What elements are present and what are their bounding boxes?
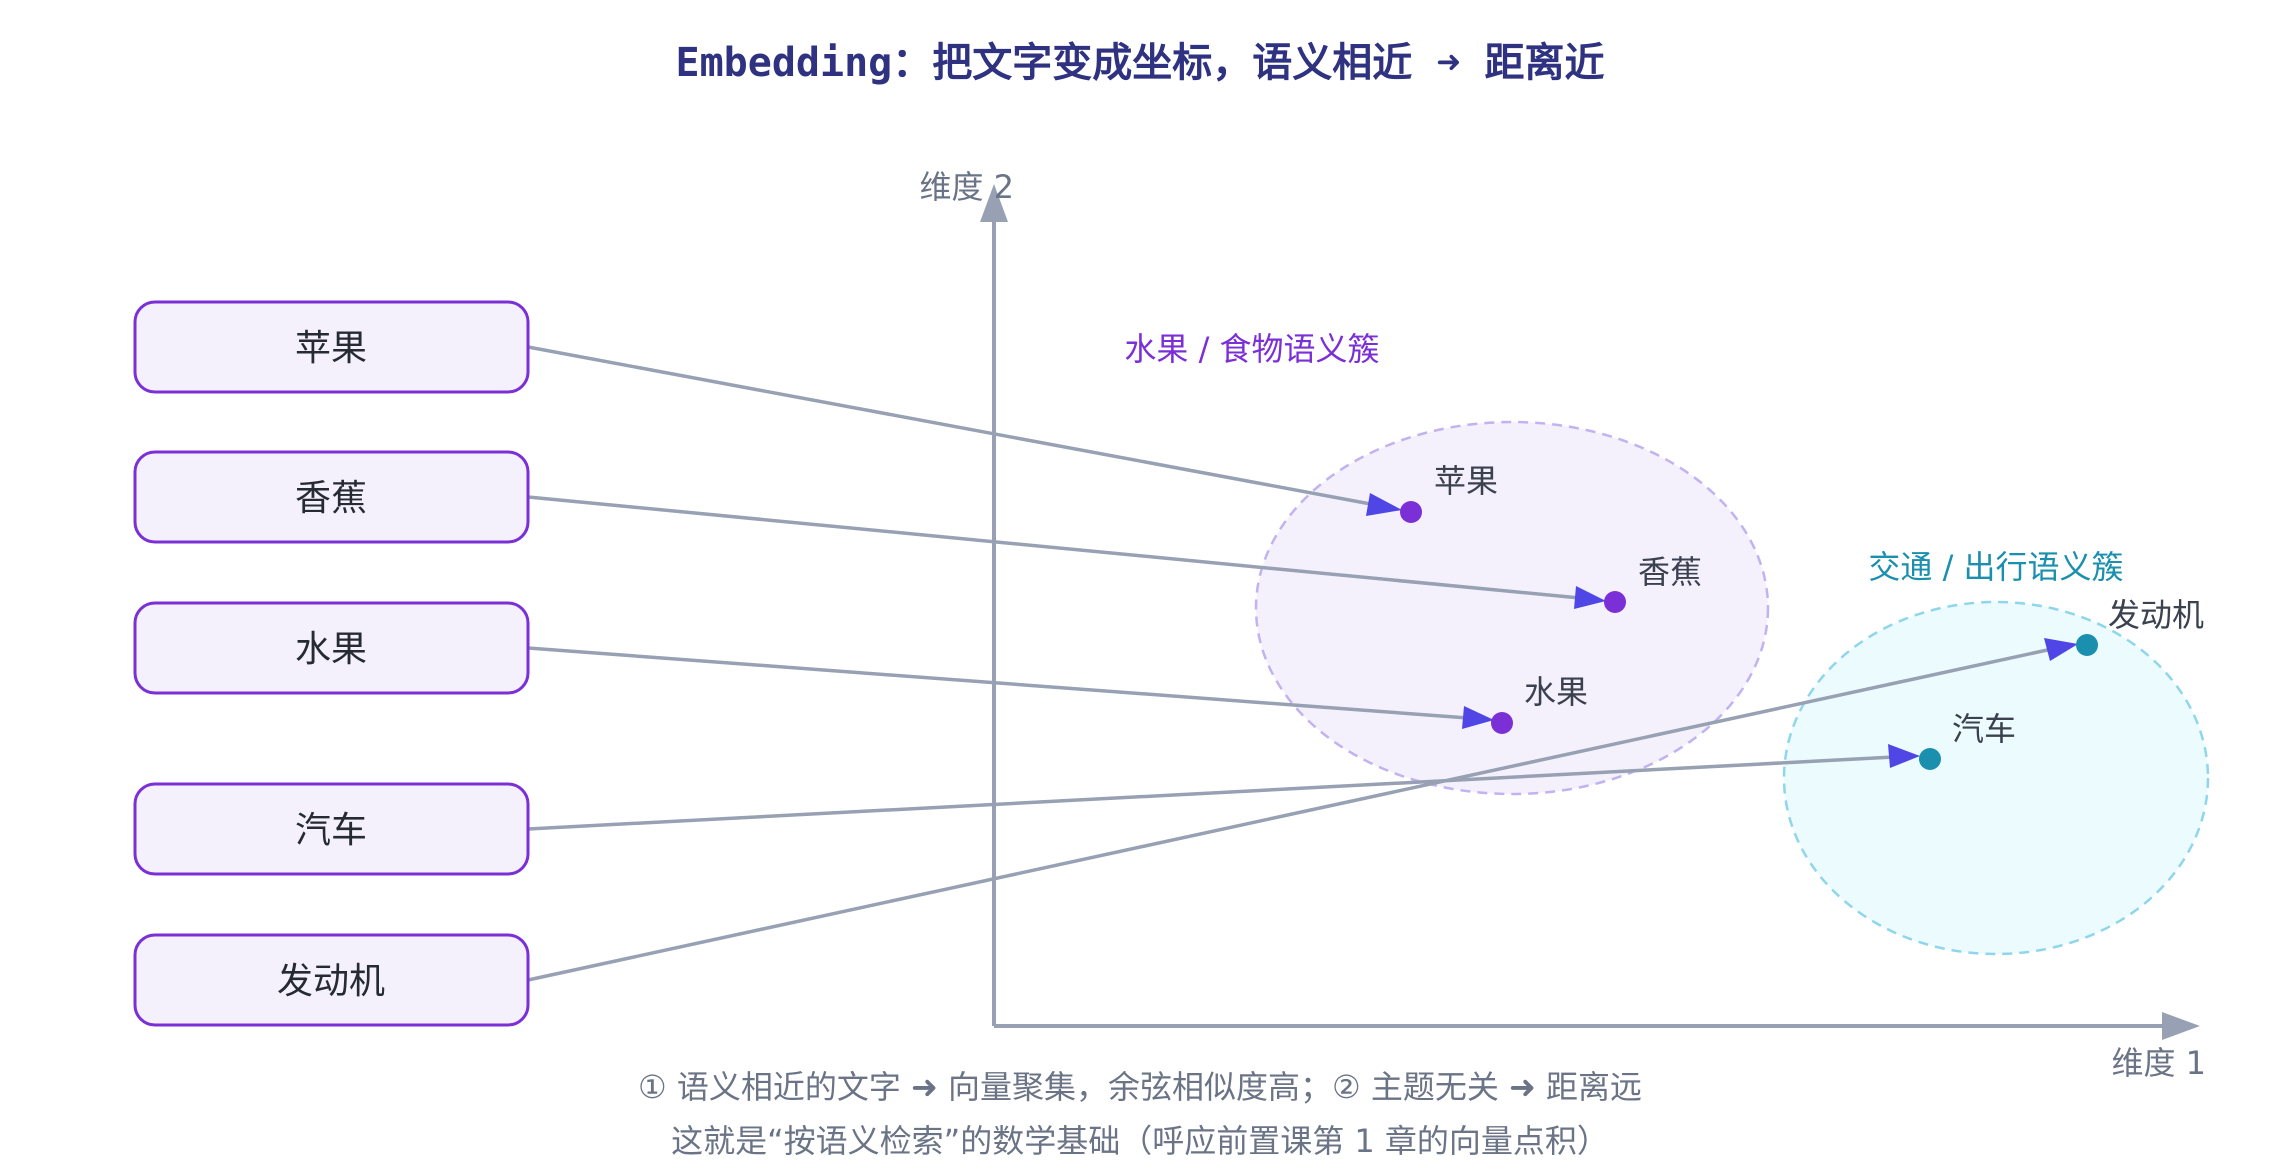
point-dot (1400, 501, 1422, 523)
point-dot (2076, 634, 2098, 656)
embedding-points: 苹果 香蕉 水果 汽车 发动机 (1400, 462, 2204, 770)
point-label: 水果 (1524, 673, 1588, 711)
arrow-word-4 (527, 638, 2078, 982)
arrow-head-icon (1888, 744, 1920, 768)
arrow-word-0 (527, 345, 1402, 516)
word-box-3[interactable]: 汽车 (133, 782, 530, 876)
point-label: 汽车 (1952, 710, 2016, 748)
point-dot (1919, 748, 1941, 770)
y-axis-arrow-icon (980, 184, 1008, 222)
point-dot (1604, 591, 1626, 613)
footer-line-2: 这就是“按语义检索”的数学基础（呼应前置课第 1 章的向量点积） (671, 1122, 1609, 1160)
cluster-fruit-label: 水果 / 食物语义簇 (1124, 330, 1379, 368)
arrow-word-1 (527, 495, 1606, 609)
word-box-2[interactable]: 水果 (133, 601, 530, 695)
word-label: 发动机 (277, 961, 385, 1002)
arrow-head-icon (1366, 493, 1402, 516)
point-label: 苹果 (1434, 462, 1498, 500)
cluster-transport-label: 交通 / 出行语义簇 (1868, 548, 2123, 586)
word-box-4[interactable]: 发动机 (133, 933, 530, 1027)
footer-line-1: ① 语义相近的文字 ➜ 向量聚集，余弦相似度高；② 主题无关 ➜ 距离远 (638, 1068, 1642, 1106)
mapping-arrows (527, 345, 2078, 982)
word-label: 香蕉 (295, 478, 367, 519)
word-label: 苹果 (295, 328, 367, 369)
arrow-word-2 (527, 646, 1494, 729)
y-axis-label: 维度 2 (919, 168, 1014, 206)
arrow-head-icon (1462, 706, 1494, 729)
axes (980, 184, 2200, 1040)
arrow-word-3 (527, 744, 1920, 831)
page-title: Embedding：把文字变成坐标，语义相近 ➜ 距离近 (676, 40, 1605, 86)
arrow-head-icon (2044, 638, 2078, 661)
point-dot (1491, 712, 1513, 734)
word-list: 苹果 香蕉 水果 汽车 发动机 (133, 300, 530, 1027)
word-label: 汽车 (295, 810, 367, 851)
cluster-transport-region (1782, 600, 2210, 956)
x-axis-label: 维度 1 (2111, 1044, 2206, 1082)
word-box-0[interactable]: 苹果 (133, 300, 530, 394)
cluster-fruit-region (1254, 420, 1770, 796)
x-axis-arrow-icon (2162, 1012, 2200, 1040)
word-label: 水果 (295, 629, 367, 670)
point-label: 发动机 (2108, 596, 2204, 634)
word-box-1[interactable]: 香蕉 (133, 450, 530, 544)
arrow-head-icon (1574, 586, 1606, 609)
point-label: 香蕉 (1638, 553, 1702, 591)
